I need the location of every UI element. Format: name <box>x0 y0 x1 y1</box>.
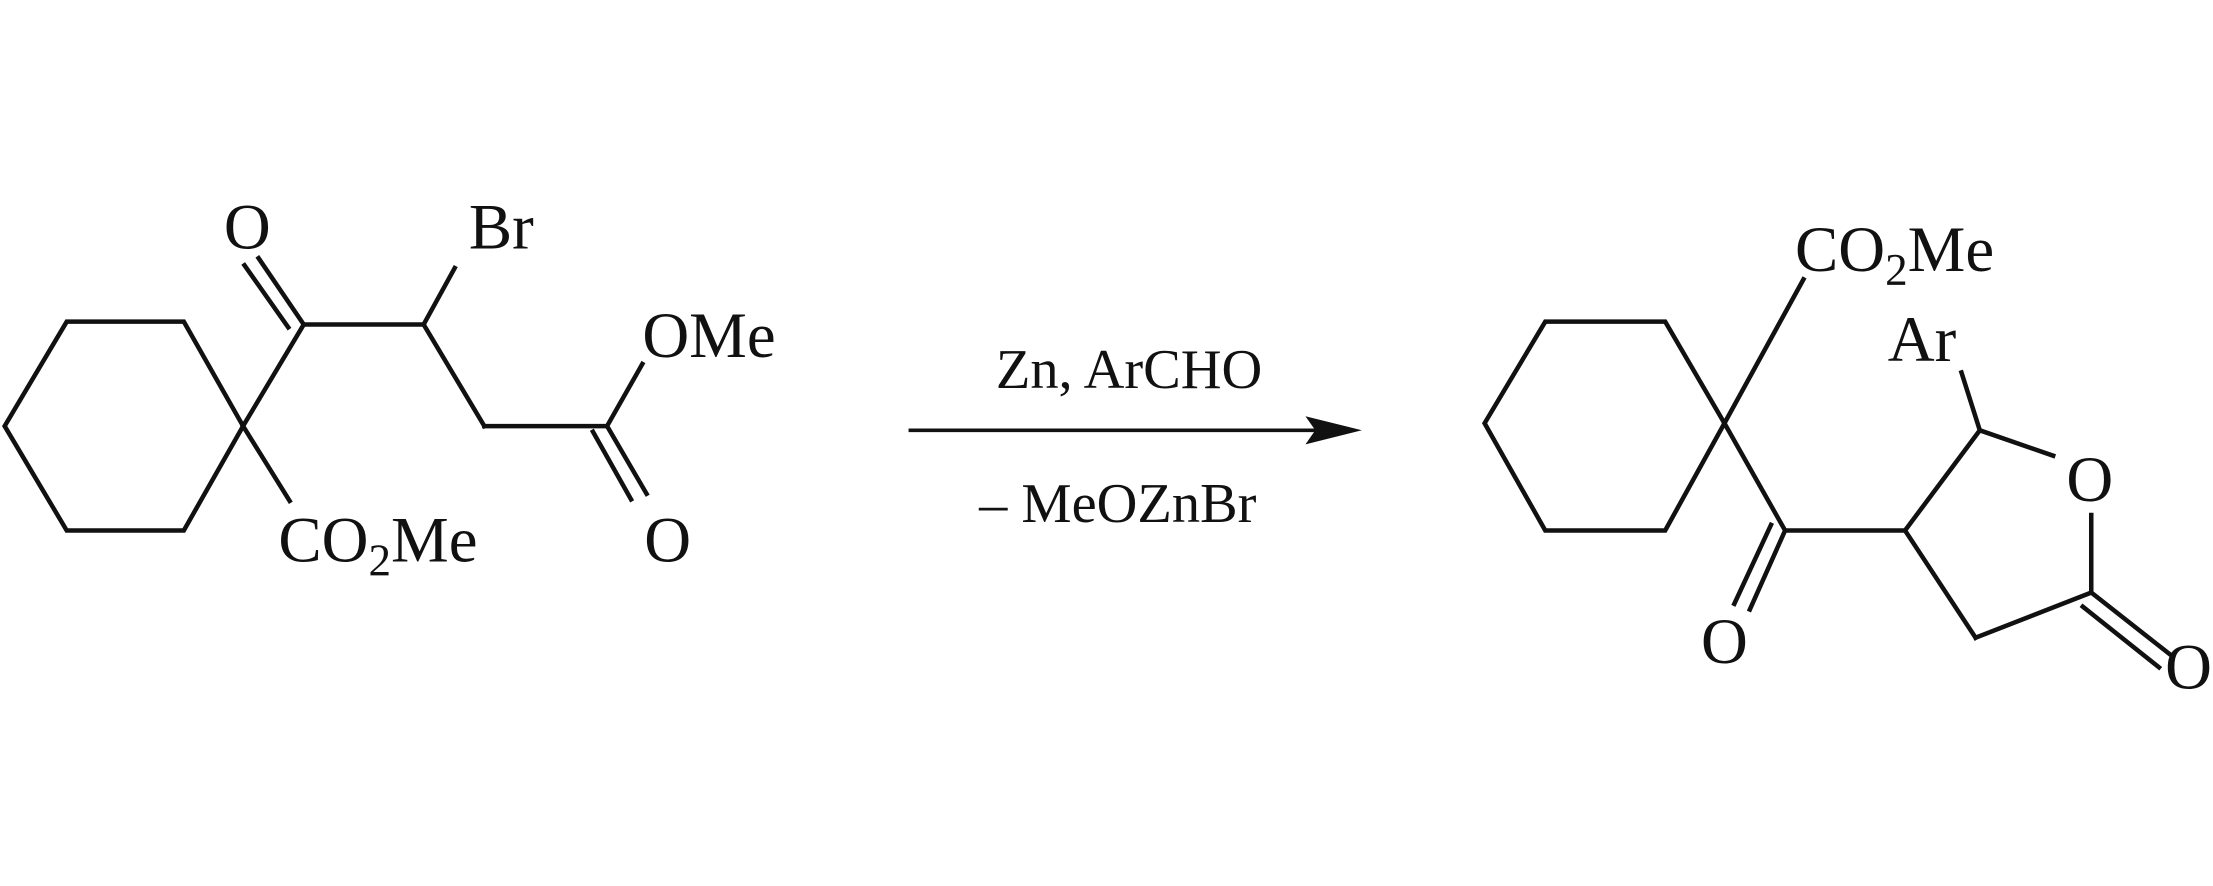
bond <box>1901 527 1979 641</box>
ketone-oxygen-label: O <box>1701 606 1748 678</box>
product-molecule: CO2Me Ar O O O <box>1481 214 2212 703</box>
bond <box>420 264 458 328</box>
bond <box>420 321 488 430</box>
ester-oxygen-label: O <box>644 505 691 577</box>
co2me-label: CO2Me <box>278 505 477 586</box>
cyclohexane-ring <box>2 319 246 533</box>
bond <box>1972 589 2095 641</box>
double-bond <box>2079 603 2163 671</box>
double-bond <box>589 428 635 503</box>
reactant-molecule: O Br OMe O CO2Me <box>2 191 776 586</box>
bond <box>239 321 307 430</box>
bond <box>1901 427 1983 534</box>
double-bond <box>603 422 650 497</box>
bond <box>603 360 646 430</box>
double-bond <box>1746 527 1789 613</box>
bond <box>1721 420 1789 534</box>
co2me-label: CO2Me <box>1795 214 1994 295</box>
byproduct-label: – MeOZnBr <box>978 473 1257 535</box>
arrow-head-icon <box>1305 416 1362 445</box>
reaction-arrow-group: Zn, ArCHO – MeOZnBr <box>908 339 1362 535</box>
lactone-oxygen-label: O <box>2165 631 2212 703</box>
bond <box>1958 369 1983 434</box>
double-bond <box>241 262 292 331</box>
bond <box>1976 427 2057 459</box>
double-bond <box>1731 521 1774 607</box>
methoxy-label: OMe <box>642 300 775 372</box>
reagents-label: Zn, ArCHO <box>996 339 1262 401</box>
double-bond <box>255 255 307 328</box>
ketone-oxygen-label: O <box>224 191 271 263</box>
bromine-label: Br <box>469 191 534 263</box>
aryl-label: Ar <box>1888 304 1957 376</box>
double-bond <box>2088 589 2174 658</box>
cyclohexane-ring <box>1481 319 1728 533</box>
ring-oxygen-label: O <box>2066 444 2113 516</box>
bond <box>1721 276 1807 427</box>
bond <box>239 422 293 504</box>
